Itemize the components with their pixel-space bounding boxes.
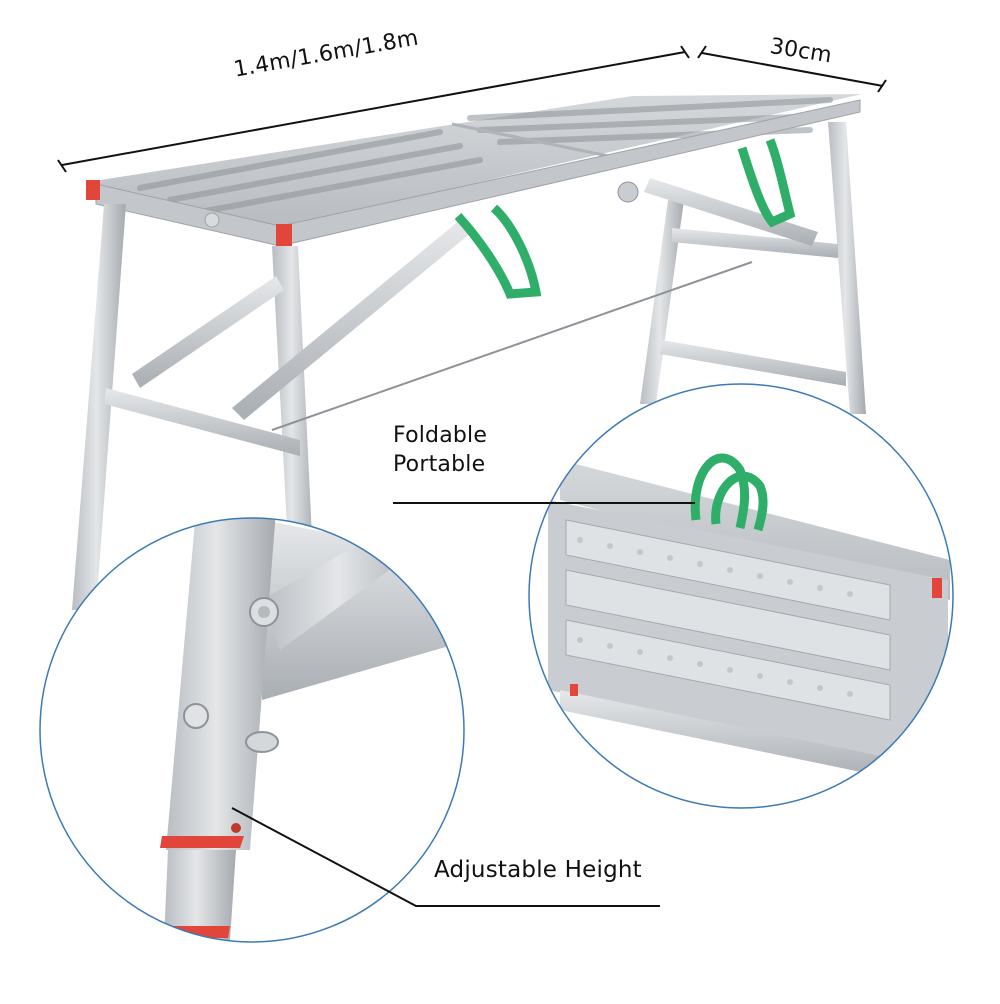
length-dimension-line: [57, 45, 690, 173]
adjustable-callout-line: [231, 807, 660, 907]
adjustable-leg-detail: [39, 517, 465, 943]
detail-circle-outline: [528, 383, 954, 809]
depth-dimension-line: [697, 45, 887, 93]
callout-line-2: Portable: [393, 452, 486, 477]
back-left-leg: [640, 200, 684, 404]
front-left-leg: [72, 204, 126, 610]
end-cap: [86, 180, 100, 200]
back-right-leg: [828, 122, 866, 414]
adjustable-height-callout: Adjustable Height: [434, 857, 642, 883]
callout-line-1: Foldable: [393, 423, 488, 448]
end-cap: [276, 224, 292, 246]
detail-circle-outline: [39, 517, 465, 943]
foldable-portable-callout: Foldable Portable: [393, 421, 487, 479]
folded-platform-detail: [528, 383, 954, 809]
